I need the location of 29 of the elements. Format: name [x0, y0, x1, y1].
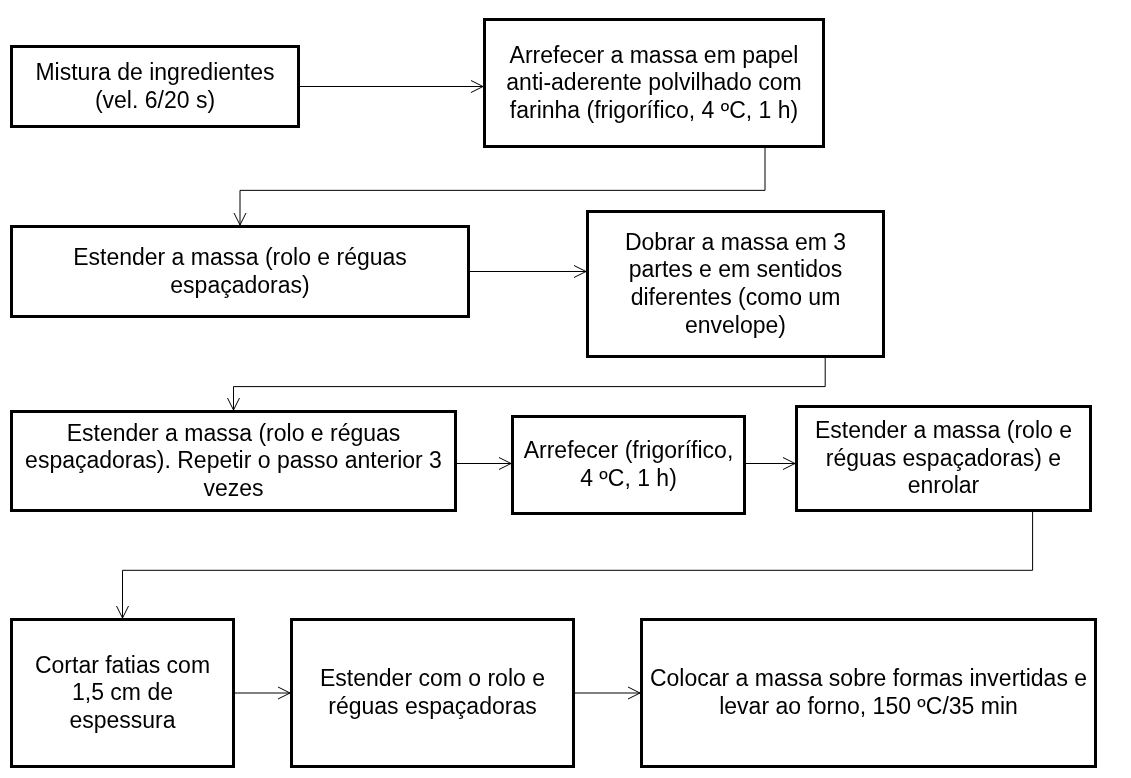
process-box — [586, 210, 885, 358]
arrow — [116, 511, 1034, 619]
arrow — [456, 457, 512, 470]
step-text: Mistura de ingredientes (vel. 6/20 s) — [34, 58, 276, 115]
process-box — [10, 45, 300, 128]
arrow — [227, 357, 826, 411]
process-box — [511, 415, 746, 515]
step-text: Dobrar a massa em 3 partes e em sentidos diferentes (como um envelope) — [623, 228, 848, 340]
arrow — [574, 686, 641, 700]
process-box — [795, 405, 1092, 512]
arrow — [233, 147, 766, 226]
arrow — [745, 457, 796, 470]
step-text: Arrefecer (frigorífico, 4 ºC, 1 h) — [522, 437, 735, 493]
process-box — [10, 410, 457, 512]
step-text: Estender a massa (rolo e réguas espaçadoras) — [72, 243, 408, 300]
arrow — [469, 265, 587, 278]
step-text: Estender a massa (rolo e réguas espaçadoras). Repetir o passo anterior 3 vezes — [24, 419, 443, 503]
process-box — [483, 18, 825, 148]
process-box — [640, 618, 1097, 768]
process-box — [290, 618, 575, 768]
process-box — [10, 225, 470, 318]
process-box — [10, 618, 235, 768]
arrow — [299, 80, 484, 93]
step-text: Estender com o rolo e réguas espaçadoras — [319, 665, 546, 721]
step-text: Colocar a massa sobre formas invertidas e levar ao forno, 150 ºC/35 min — [649, 665, 1088, 721]
arrow — [234, 686, 291, 700]
step-text: Arrefecer a massa em papel anti-aderente polvilhado com farinha (frigorífico, 4 ºC, 1 h) — [505, 41, 803, 125]
step-text: Estender a massa (rolo e réguas espaçadoras) e enrolar — [814, 417, 1073, 500]
step-text: Cortar fatias com 1,5 cm de espessura — [33, 651, 212, 735]
